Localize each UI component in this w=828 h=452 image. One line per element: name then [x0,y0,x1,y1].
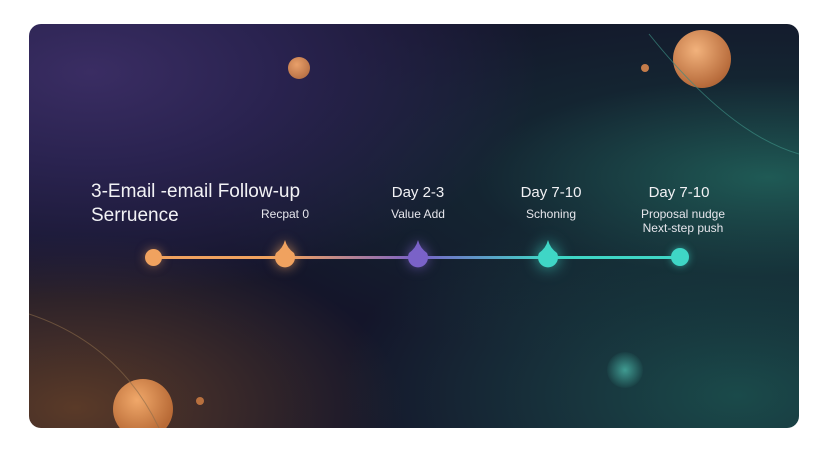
stage-4-head: Day 7-10 [648,184,710,201]
decorative-arcs [29,33,799,428]
stage-4-sub2: Next-step push [642,221,724,235]
stage-3-marker [538,240,558,268]
stage-3-sub: Schoning [525,207,577,221]
orb-bottom-left-small [196,397,204,405]
stage-1-sub: Recpat 0 [260,207,310,221]
stage-1-marker [275,240,295,268]
orb-bottom-right-glow [607,352,643,388]
orb-bottom-left [113,379,173,428]
start-node [145,249,162,266]
stage-2-sub: Value Add [391,207,445,221]
sequence-title: 3-Email -email Follow-up Serruence [91,180,300,228]
timeline-card: 3-Email -email Follow-up Serruence Recpa… [29,24,799,428]
orb-top-right-small [641,64,649,72]
stage-4-sub: Proposal nudge [640,207,726,221]
stage-4-marker [671,248,689,266]
stage-3-head: Day 7-10 [520,184,582,201]
orb-top-right-large [673,30,731,88]
title-line-2: Serruence [91,205,179,226]
stage-2-marker [408,240,428,268]
stage-2-head: Day 2-3 [391,184,445,201]
orb-top-center [288,57,310,79]
title-line-1: 3-Email -email Follow-up [91,181,301,202]
